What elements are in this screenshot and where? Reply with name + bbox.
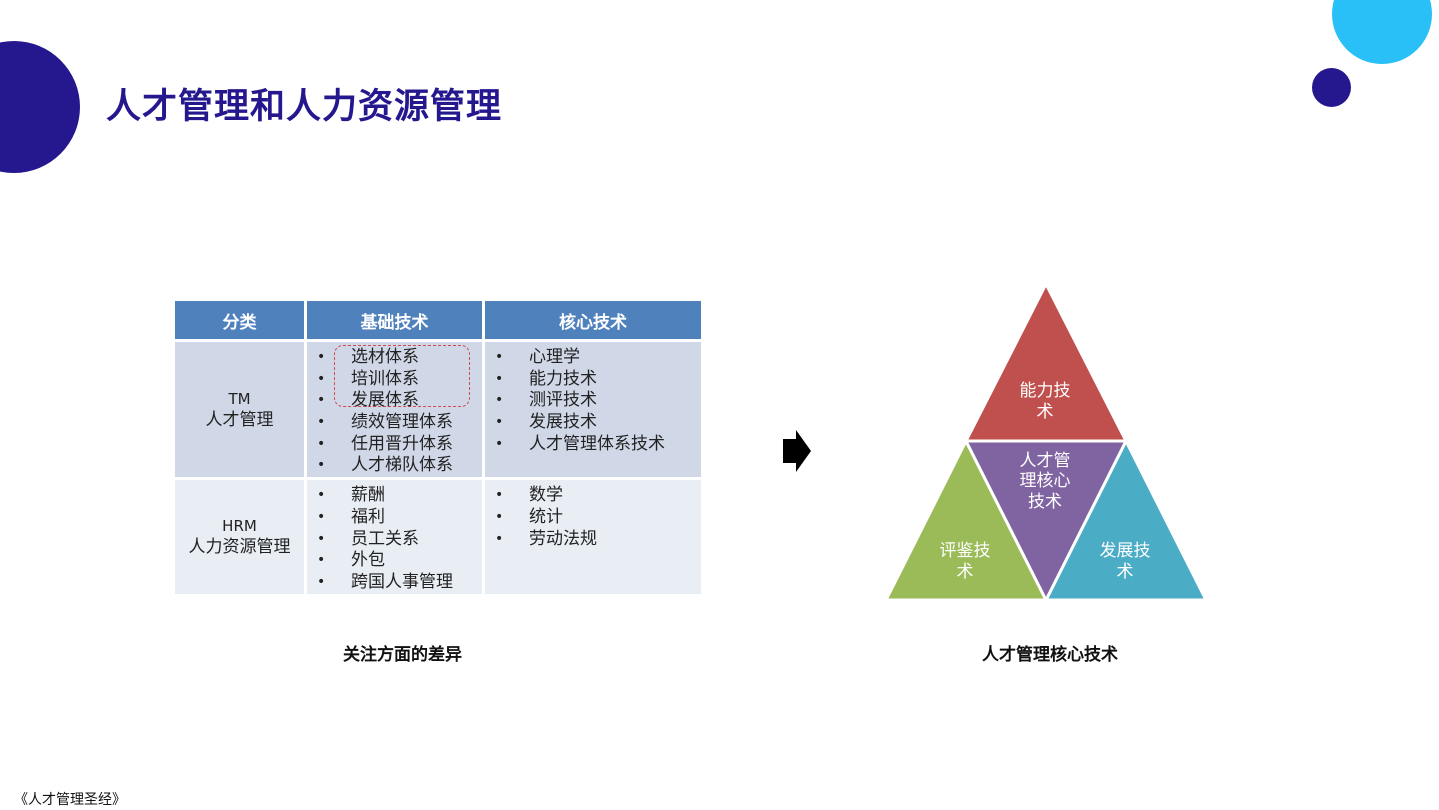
list-item: 培训体系 [315, 369, 482, 391]
list-item: 选材体系 [315, 347, 482, 369]
pyramid-top-label-line1: 能力技 [1020, 381, 1071, 401]
comparison-table: 分类 基础技术 核心技术 TM 人才管理 选材体系 培训体系 发展体系 绩效管理… [172, 298, 704, 597]
decorative-circle-top-right-small [1312, 68, 1351, 107]
table-row: TM 人才管理 选材体系 培训体系 发展体系 绩效管理体系 任用晋升体系 人才梯… [172, 338, 704, 481]
list-item: 发展体系 [315, 390, 482, 412]
header-core-tech: 核心技术 [482, 298, 704, 342]
list-item: 跨国人事管理 [315, 572, 482, 594]
slide-title: 人才管理和人力资源管理 [106, 87, 503, 127]
list-item: 外包 [315, 550, 482, 572]
pyramid-top-label-line2: 术 [1037, 402, 1054, 422]
pyramid-center-triangle [963, 439, 1129, 604]
list-item: 员工关系 [315, 529, 482, 551]
list-item: 测评技术 [493, 390, 701, 412]
basic-tech-list: 薪酬 福利 员工关系 外包 跨国人事管理 [307, 480, 482, 593]
table-row: HRM 人力资源管理 薪酬 福利 员工关系 外包 跨国人事管理 数学 统计 劳动… [172, 477, 704, 597]
core-tech-cell: 心理学 能力技术 测评技术 发展技术 人才管理体系技术 [482, 338, 704, 481]
list-item: 能力技术 [493, 369, 701, 391]
list-item: 发展技术 [493, 412, 701, 434]
list-item: 薪酬 [315, 485, 482, 507]
list-item: 任用晋升体系 [315, 434, 482, 456]
list-item: 绩效管理体系 [315, 412, 482, 434]
category-name: 人力资源管理 [188, 536, 291, 557]
table-header-row: 分类 基础技术 核心技术 [172, 298, 704, 342]
basic-tech-cell: 选材体系 培训体系 发展体系 绩效管理体系 任用晋升体系 人才梯队体系 [304, 338, 485, 481]
table-caption: 关注方面的差异 [343, 645, 462, 665]
pyramid-caption: 人才管理核心技术 [982, 645, 1118, 665]
header-basic-tech: 基础技术 [304, 298, 485, 342]
list-item: 福利 [315, 507, 482, 529]
category-cell: TM 人才管理 [172, 338, 307, 481]
pyramid-diagram: 能力技 术 人才管 理核心 技术 评鉴技 术 发展技 术 [886, 284, 1206, 604]
source-footer: 《人才管理圣经》 [14, 792, 126, 808]
header-category: 分类 [172, 298, 307, 342]
category-code: TM [228, 389, 251, 408]
category-cell: HRM 人力资源管理 [172, 477, 307, 597]
pyramid-right-label-line2: 术 [1117, 562, 1134, 582]
list-item: 数学 [493, 485, 701, 507]
pyramid-center-label-line3: 技术 [1028, 492, 1062, 512]
basic-tech-list: 选材体系 培训体系 发展体系 绩效管理体系 任用晋升体系 人才梯队体系 [307, 342, 482, 477]
decorative-circle-left [0, 41, 80, 173]
core-tech-list: 心理学 能力技术 测评技术 发展技术 人才管理体系技术 [485, 342, 701, 455]
pyramid-center-label-line2: 理核心 [1020, 471, 1071, 491]
category-name: 人才管理 [205, 409, 274, 430]
list-item: 劳动法规 [493, 529, 701, 551]
pyramid-left-label-line1: 评鉴技 [940, 541, 991, 561]
pyramid-left-label-line2: 术 [957, 562, 974, 582]
list-item: 人才梯队体系 [315, 455, 482, 477]
list-item: 统计 [493, 507, 701, 529]
basic-tech-cell: 薪酬 福利 员工关系 外包 跨国人事管理 [304, 477, 485, 597]
pyramid-right-label-line1: 发展技 [1100, 541, 1151, 561]
right-arrow-icon [783, 430, 811, 472]
list-item: 心理学 [493, 347, 701, 369]
core-tech-cell: 数学 统计 劳动法规 [482, 477, 704, 597]
category-code: HRM [222, 516, 257, 535]
list-item: 人才管理体系技术 [493, 434, 701, 456]
core-tech-list: 数学 统计 劳动法规 [485, 480, 701, 550]
pyramid-center-label-line1: 人才管 [1020, 451, 1071, 471]
decorative-circle-top-right-large [1332, 0, 1432, 64]
